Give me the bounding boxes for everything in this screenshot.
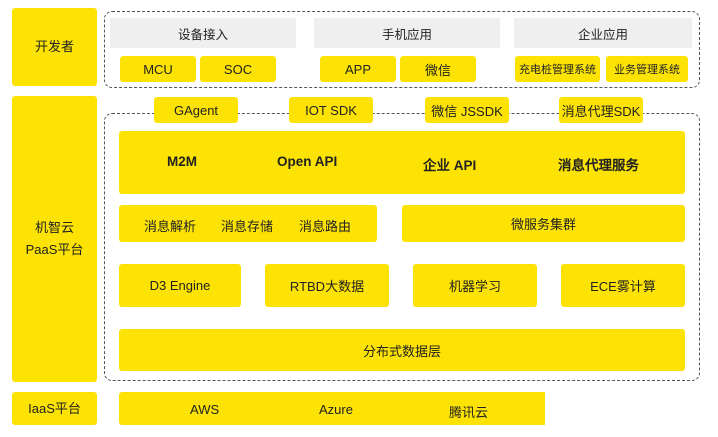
engine-rtbd: RTBD大数据 xyxy=(265,264,389,307)
engine-d3: D3 Engine xyxy=(119,264,241,307)
layer-paas-label-1: 机智云 xyxy=(34,220,74,235)
group-header-enterprise: 企业应用 xyxy=(514,18,692,48)
iaas-tencent: 腾讯云 xyxy=(449,405,489,420)
microservice-cluster: 微服务集群 xyxy=(402,205,685,242)
service-message-proxy: 消息代理服务 xyxy=(558,158,639,173)
engine-ml: 机器学习 xyxy=(413,264,537,307)
item-charging-system: 充电桩管理系统 xyxy=(515,56,600,82)
engine-ece: ECE雾计算 xyxy=(561,264,685,307)
service-enterprise-api: 企业 API xyxy=(423,158,477,173)
item-app: APP xyxy=(320,56,396,82)
sdk-wechat-js: 微信 JSSDK xyxy=(425,97,509,123)
layer-iaas-label: IaaS平台 xyxy=(28,400,81,416)
group-header-device: 设备接入 xyxy=(110,18,296,48)
messaging-storage: 消息存储 xyxy=(221,219,274,234)
item-soc: SOC xyxy=(200,56,276,82)
layer-iaas: IaaS平台 xyxy=(12,392,97,425)
sdk-message-proxy: 消息代理SDK xyxy=(559,97,643,123)
sdk-iot: IOT SDK xyxy=(289,97,373,123)
watermark-overlay xyxy=(545,391,695,426)
item-wechat: 微信 xyxy=(400,56,476,82)
layer-developer: 开发者 xyxy=(12,8,97,86)
messaging-bar: 消息解析 消息存储 消息路由 xyxy=(119,205,377,242)
iaas-azure: Azure xyxy=(319,402,353,417)
item-mcu: MCU xyxy=(120,56,196,82)
service-open-api: Open API xyxy=(277,154,338,169)
item-business-system: 业务管理系统 xyxy=(606,56,688,82)
paas-frame xyxy=(104,113,700,381)
layer-paas: 机智云 PaaS平台 xyxy=(12,96,97,382)
iaas-aws: AWS xyxy=(190,402,220,417)
messaging-routing: 消息路由 xyxy=(299,219,352,234)
sdk-gagent: GAgent xyxy=(154,97,238,123)
developer-frame xyxy=(104,11,700,88)
services-bar: M2M Open API 企业 API 消息代理服务 xyxy=(119,131,685,194)
group-header-mobile: 手机应用 xyxy=(314,18,500,48)
distributed-data-layer: 分布式数据层 xyxy=(119,329,685,371)
messaging-parse: 消息解析 xyxy=(144,219,197,234)
service-m2m: M2M xyxy=(167,154,197,169)
layer-developer-label: 开发者 xyxy=(34,39,74,54)
layer-paas-label-2: PaaS平台 xyxy=(25,242,84,257)
